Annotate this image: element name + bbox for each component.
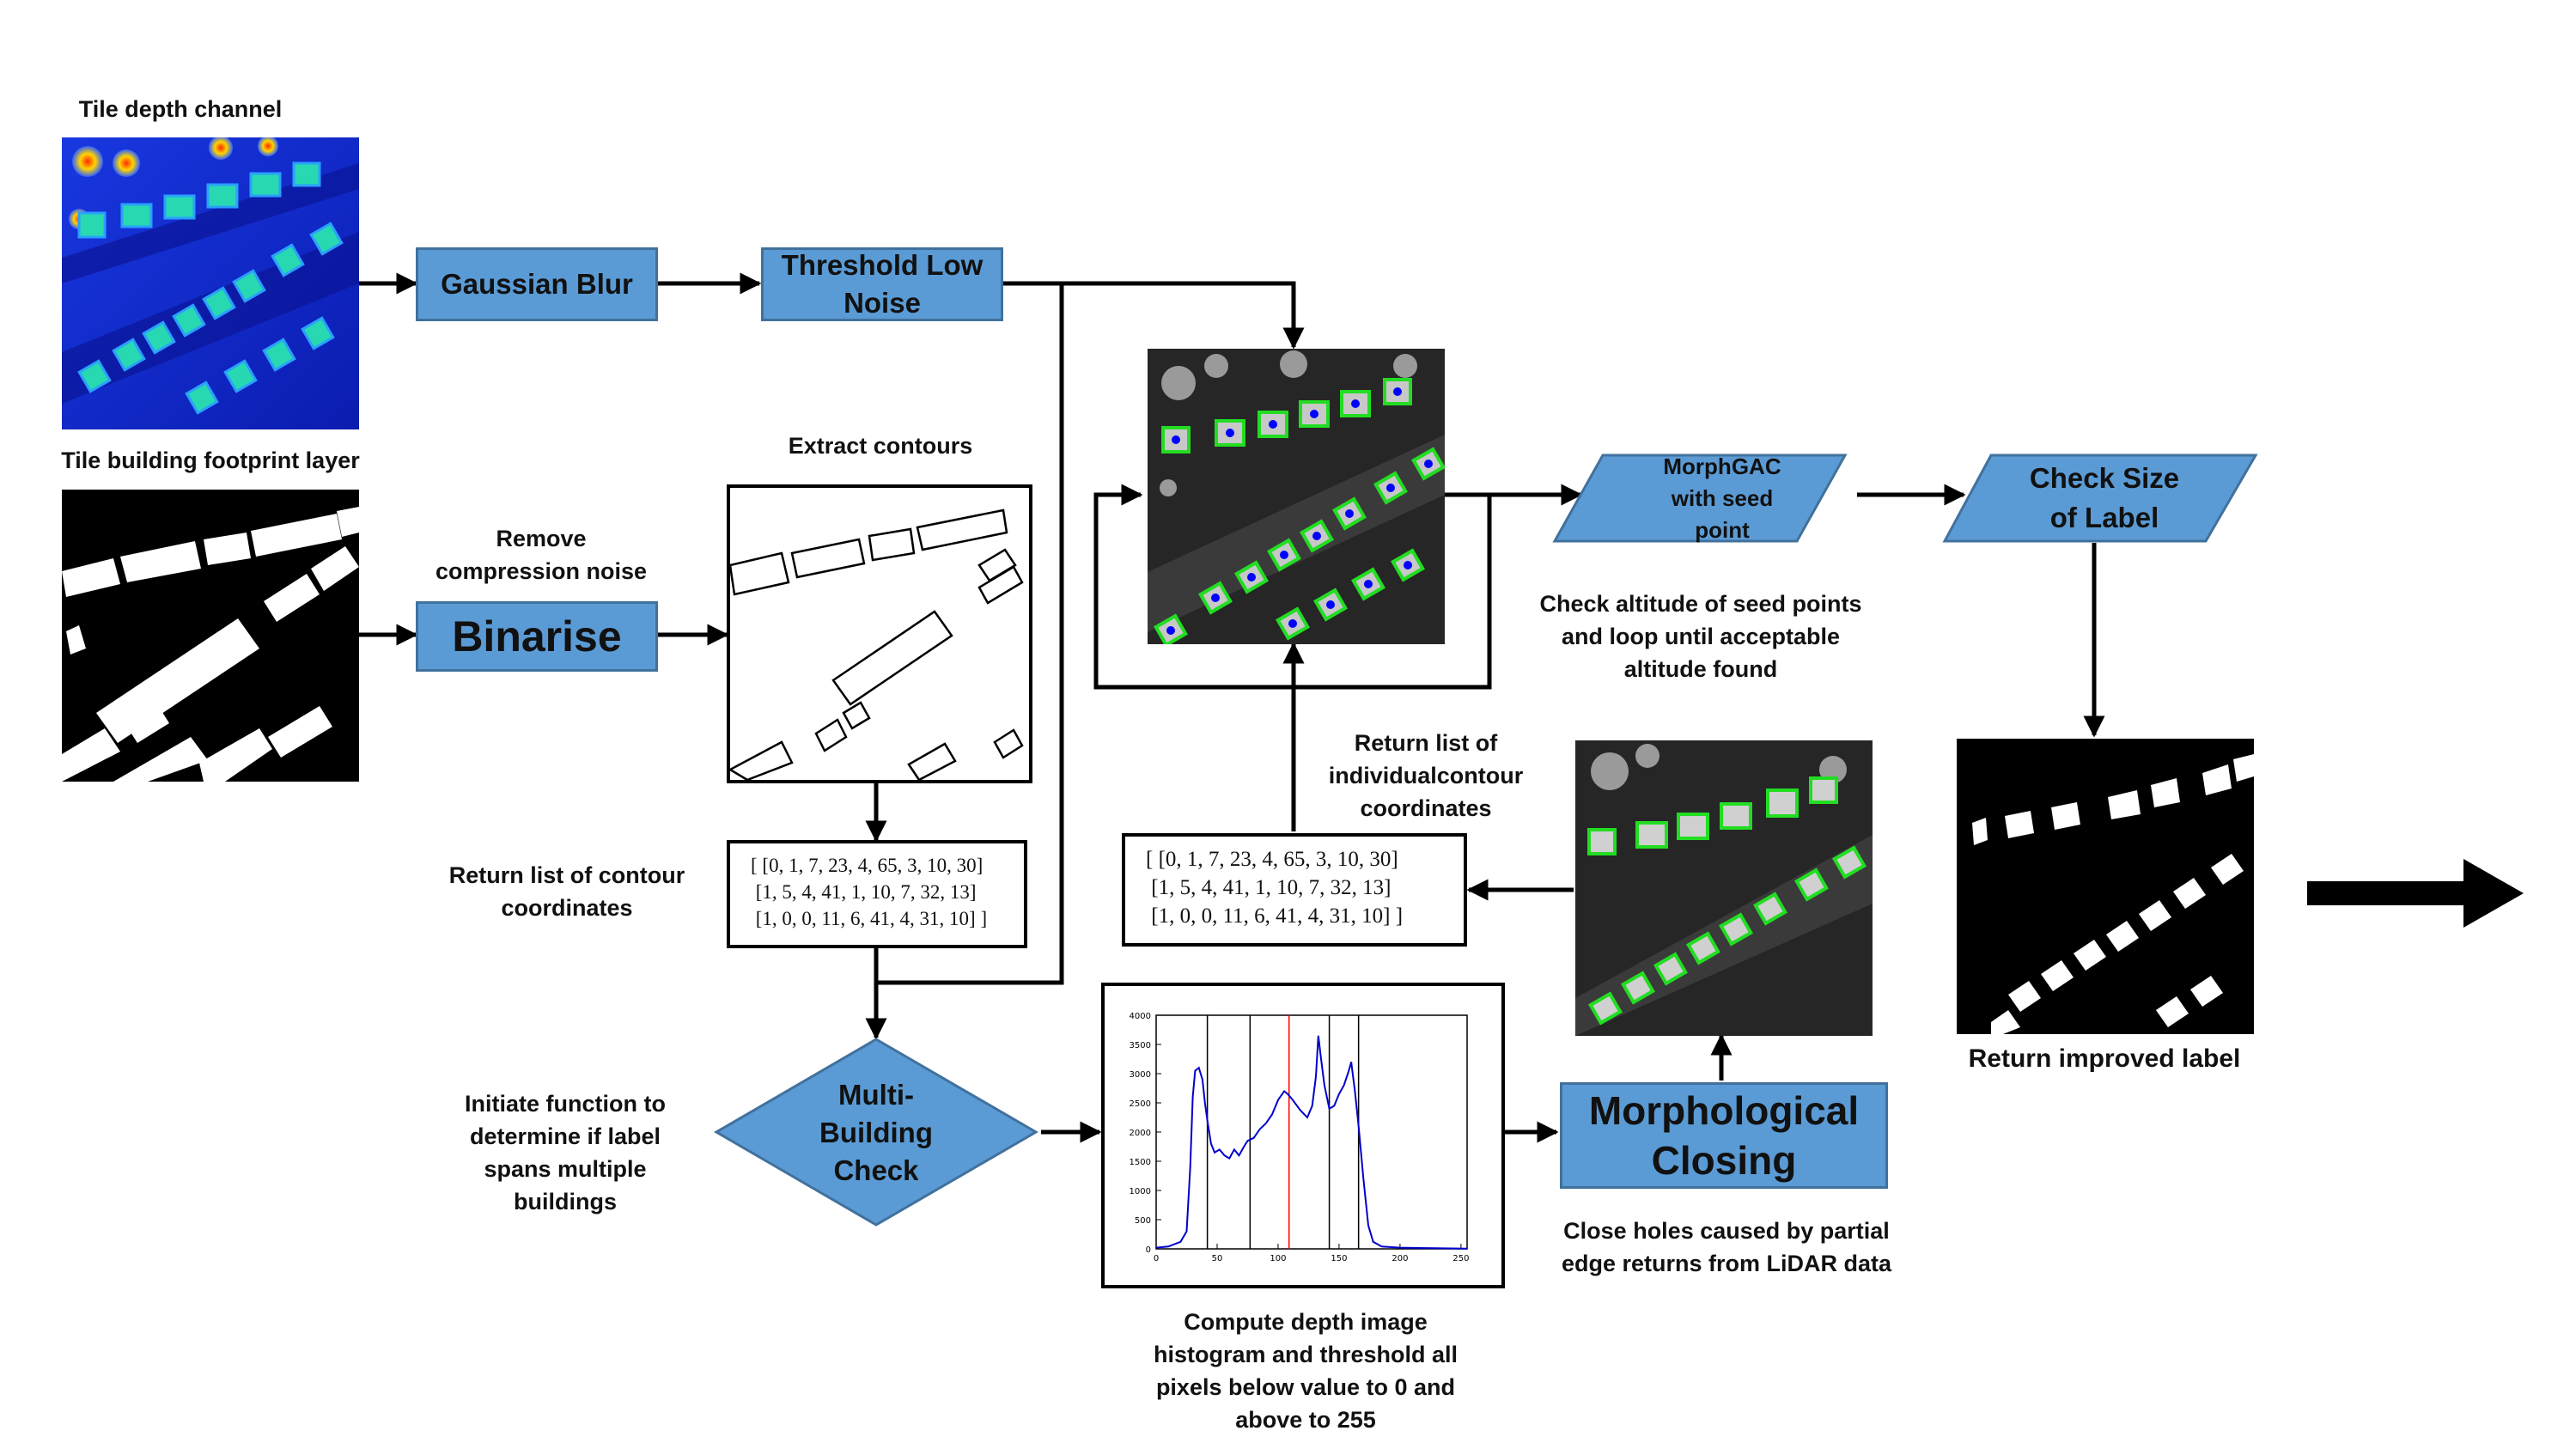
label-initiate-function: Initiate function to determine if label …: [436, 1087, 694, 1218]
label-remove-noise: Remove compression noise: [404, 522, 679, 588]
contour-list-row: [1, 5, 4, 41, 1, 10, 7, 32, 13]: [751, 881, 977, 903]
histogram-y-tick-label: 0: [1146, 1245, 1151, 1255]
histogram-x-tick-label: 100: [1270, 1254, 1286, 1263]
tile-footprint-image: [62, 490, 359, 782]
check-alt-line2: and loop until acceptable: [1561, 624, 1841, 649]
binarise-box: Binarise: [416, 601, 658, 672]
compute-line1: Compute depth image: [1184, 1309, 1428, 1335]
label-tile-depth: Tile depth channel: [78, 96, 283, 122]
histogram-x-tick-label: 150: [1331, 1254, 1347, 1263]
check-size-parallelogram: [1942, 454, 2258, 543]
improved-label-image: [1957, 739, 2254, 1034]
return-indiv-line2: individualcontour: [1328, 763, 1524, 788]
histogram-y-tick-label: 1000: [1130, 1187, 1151, 1196]
morphgac-line1: MorphGAC: [1663, 453, 1781, 479]
check-size-text: Check Size of Label: [1993, 452, 2216, 545]
contour-list-row: [ [0, 1, 7, 23, 4, 65, 3, 10, 30]: [751, 855, 984, 876]
return-indiv-line1: Return list of: [1354, 730, 1498, 756]
remove-noise-line1: Remove: [496, 526, 587, 551]
histogram-curve: [1155, 1035, 1468, 1250]
label-return-contour: Return list of contour coordinates: [429, 859, 704, 924]
morphgac-line3: point: [1695, 516, 1750, 543]
return-indiv-line3: coordinates: [1360, 795, 1492, 821]
arrow-threshold-to-depthimage: [1003, 281, 1305, 350]
initiate-line4: buildings: [514, 1189, 617, 1215]
histogram-x-tick-label: 50: [1212, 1254, 1223, 1263]
threshold-label-line1: Threshold Low: [781, 249, 984, 281]
histogram-y-tick-label: 500: [1135, 1216, 1151, 1226]
initiate-line3: spans multiple: [484, 1156, 647, 1182]
label-check-altitude: Check altitude of seed points and loop u…: [1520, 588, 1881, 685]
line-threshold-to-multicheck: [876, 283, 1064, 985]
histogram-y-tick-label: 2000: [1130, 1129, 1151, 1138]
histogram-y-tick-label: 3500: [1130, 1041, 1151, 1050]
histogram-x-tick-label: 0: [1154, 1254, 1159, 1263]
label-tile-footprint: Tile building footprint layer: [61, 447, 360, 473]
morph-closing-line1: Morphological: [1588, 1088, 1860, 1133]
closed-depth-image: [1575, 740, 1873, 1036]
contour-coordinates-list: [ [0, 1, 7, 23, 4, 65, 3, 10, 30] [1, 5,…: [727, 840, 1027, 948]
gaussian-blur-label: Gaussian Blur: [441, 268, 633, 300]
remove-noise-line2: compression noise: [435, 558, 648, 584]
multi-line2: Building: [819, 1117, 933, 1148]
check-alt-line1: Check altitude of seed points: [1539, 591, 1862, 617]
return-contour-line1: Return list of contour: [448, 862, 685, 888]
check-alt-line3: altitude found: [1623, 656, 1778, 682]
morphgac-parallelogram: [1552, 454, 1848, 543]
label-compute-histogram: Compute depth image histogram and thresh…: [1108, 1306, 1503, 1436]
initiate-line2: determine if label: [469, 1123, 661, 1149]
close-holes-line1: Close holes caused by partial: [1563, 1218, 1890, 1244]
compute-line3: pixels below value to 0 and: [1155, 1374, 1456, 1400]
label-return-improved: Return improved label: [1968, 1044, 2241, 1073]
individual-list-row: [1, 0, 0, 11, 6, 41, 4, 31, 10] ]: [1146, 904, 1404, 928]
histogram-panel: 0 500 1000 1500 2000 2500 3000 3500 4000 0 50 100 15…: [1101, 983, 1505, 1288]
big-output-arrow: [2307, 859, 2524, 928]
tile-depth-image: [62, 137, 359, 429]
label-extract-contours: Extract contours: [788, 433, 973, 459]
individual-list-row: [1, 5, 4, 41, 1, 10, 7, 32, 13]: [1146, 876, 1392, 899]
compute-line2: histogram and threshold all: [1153, 1342, 1459, 1367]
individual-list-row: [ [0, 1, 7, 23, 4, 65, 3, 10, 30]: [1146, 848, 1398, 871]
depth-seed-image: [1148, 349, 1445, 644]
threshold-label-line2: Noise: [843, 287, 921, 319]
binarise-label: Binarise: [452, 612, 622, 661]
initiate-line1: Initiate function to: [465, 1091, 666, 1117]
histogram-y-tick-label: 4000: [1130, 1012, 1151, 1021]
compute-line4: above to 255: [1235, 1407, 1376, 1433]
morph-closing-line2: Closing: [1651, 1138, 1797, 1183]
morphological-closing-box: Morphological Closing: [1560, 1082, 1888, 1189]
histogram-y-tick-label: 1500: [1130, 1158, 1151, 1167]
contours-image: [727, 484, 1032, 783]
multi-line3: Check: [833, 1154, 919, 1186]
contour-list-row: [1, 0, 0, 11, 6, 41, 4, 31, 10] ]: [751, 908, 988, 929]
multi-building-check-diamond: [714, 1038, 1038, 1227]
histogram-y-tick-label: 2500: [1130, 1099, 1151, 1109]
threshold-low-noise-box: Threshold Low Noise: [761, 247, 1003, 321]
histogram-x-tick-label: 250: [1452, 1254, 1469, 1263]
depth-histogram-chart: 0 500 1000 1500 2000 2500 3000 3500 4000 0 50 100 15…: [1130, 1012, 1470, 1263]
check-size-line2: of Label: [2049, 502, 2159, 533]
multi-line1: Multi-: [838, 1079, 914, 1111]
check-size-line1: Check Size: [2029, 462, 2180, 494]
morphgac-text: MorphGAC with seed point: [1615, 452, 1830, 545]
loop-arrow: [1093, 484, 1492, 690]
histogram-x-tick-label: 200: [1392, 1254, 1408, 1263]
individual-coordinates-list: [ [0, 1, 7, 23, 4, 65, 3, 10, 30] [1, 5,…: [1122, 833, 1467, 947]
histogram-plot-area: [1155, 1014, 1468, 1250]
return-contour-line2: coordinates: [501, 895, 633, 921]
gaussian-blur-box: Gaussian Blur: [416, 247, 658, 321]
label-close-holes: Close holes caused by partial edge retur…: [1546, 1215, 1907, 1280]
multi-building-check-text: Multi- Building Check: [773, 1068, 979, 1197]
histogram-y-tick-label: 3000: [1130, 1070, 1151, 1080]
close-holes-line2: edge returns from LiDAR data: [1561, 1251, 1892, 1276]
morphgac-line2: with seed: [1671, 484, 1774, 511]
label-return-individual: Return list of individualcontour coordin…: [1280, 727, 1572, 825]
